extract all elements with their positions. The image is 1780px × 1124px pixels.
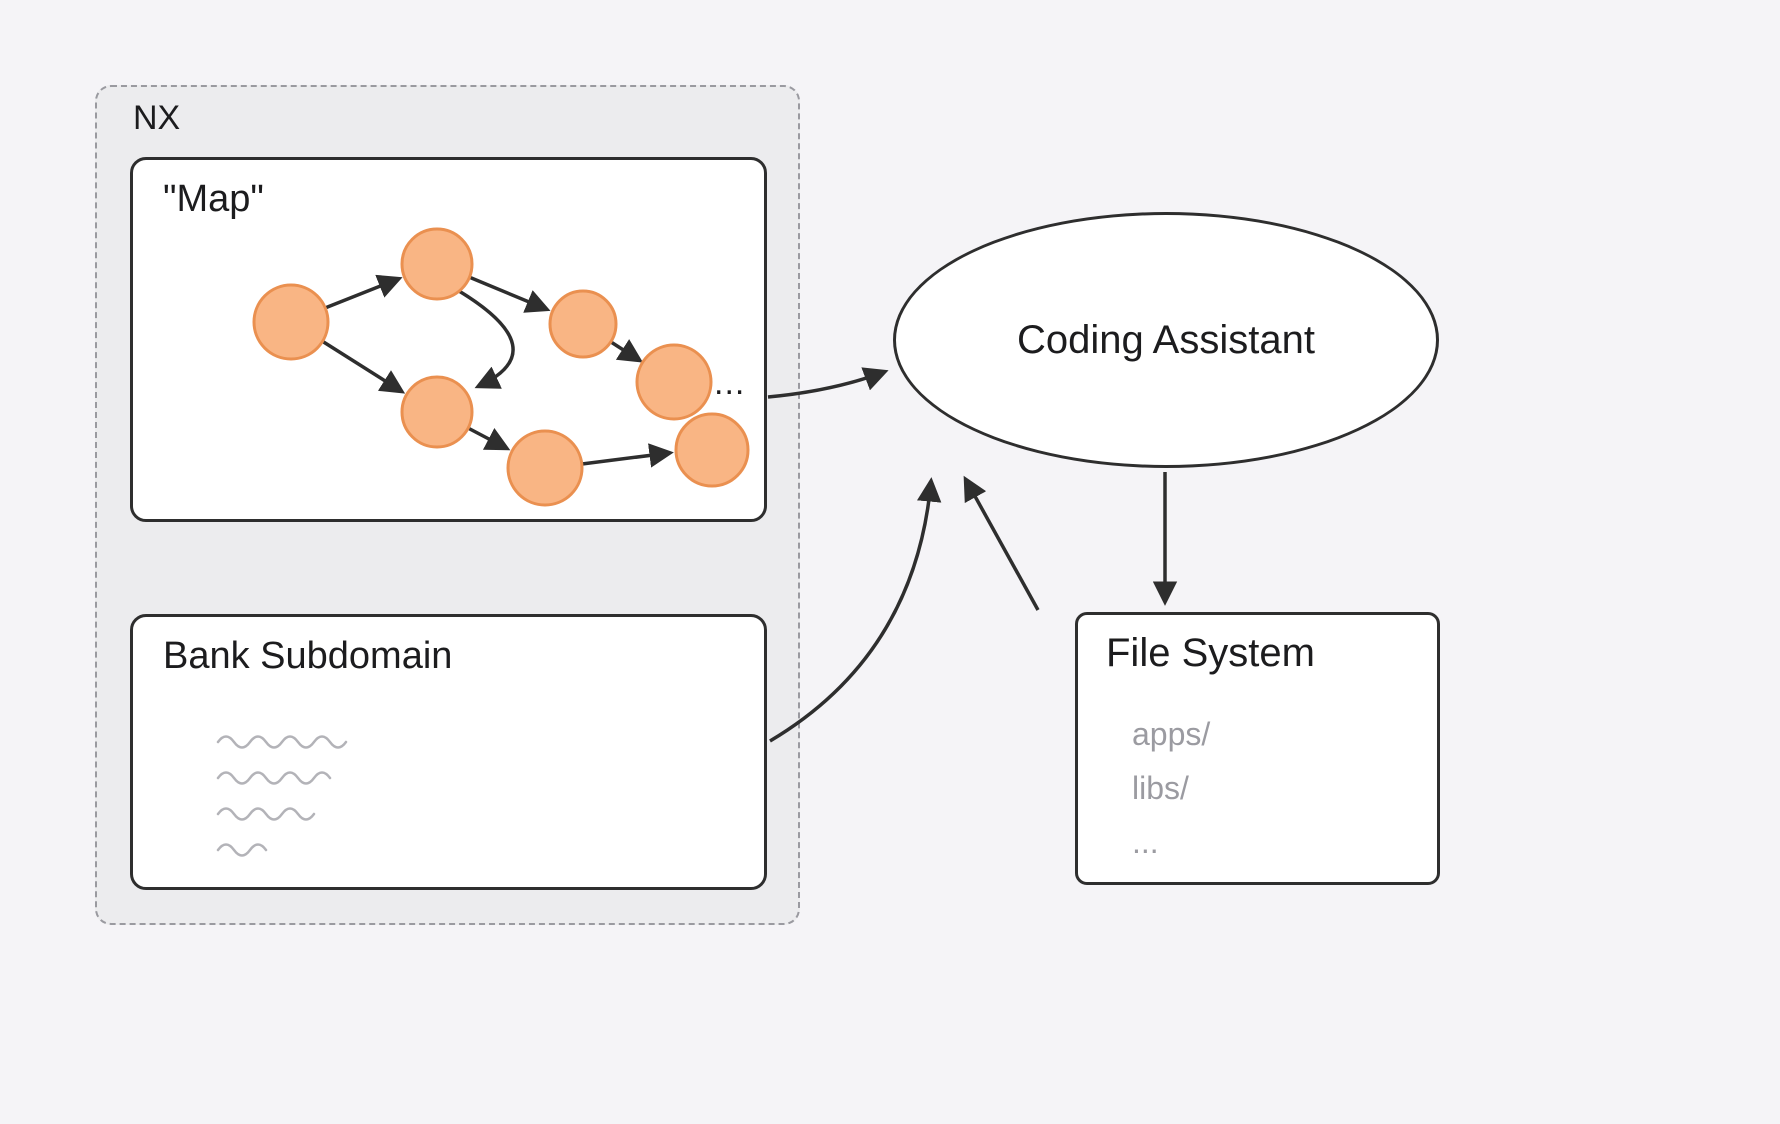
bank-subdomain-box: Bank Subdomain	[130, 614, 767, 890]
coding-assistant-ellipse: Coding Assistant	[893, 212, 1439, 468]
file-system-entries: apps/ libs/ ...	[1132, 707, 1210, 869]
coding-assistant-label: Coding Assistant	[1017, 317, 1315, 362]
graph-more-ellipsis: ...	[714, 364, 746, 402]
nx-label: NX	[133, 99, 181, 137]
map-box: "Map"	[130, 157, 767, 522]
bank-subdomain-title: Bank Subdomain	[163, 635, 453, 677]
file-system-entry-libs: libs/	[1132, 769, 1189, 806]
file-system-box: File System apps/ libs/ ...	[1075, 612, 1440, 885]
file-system-title: File System	[1106, 631, 1315, 675]
map-title: "Map"	[163, 178, 264, 220]
nx-container: NX "Map" Bank Subdomain	[95, 85, 800, 925]
arrow-file-system-to-coding-assistant	[963, 475, 1040, 611]
file-system-entry-apps: apps/	[1132, 715, 1211, 752]
file-system-entry-more: ...	[1132, 823, 1159, 860]
